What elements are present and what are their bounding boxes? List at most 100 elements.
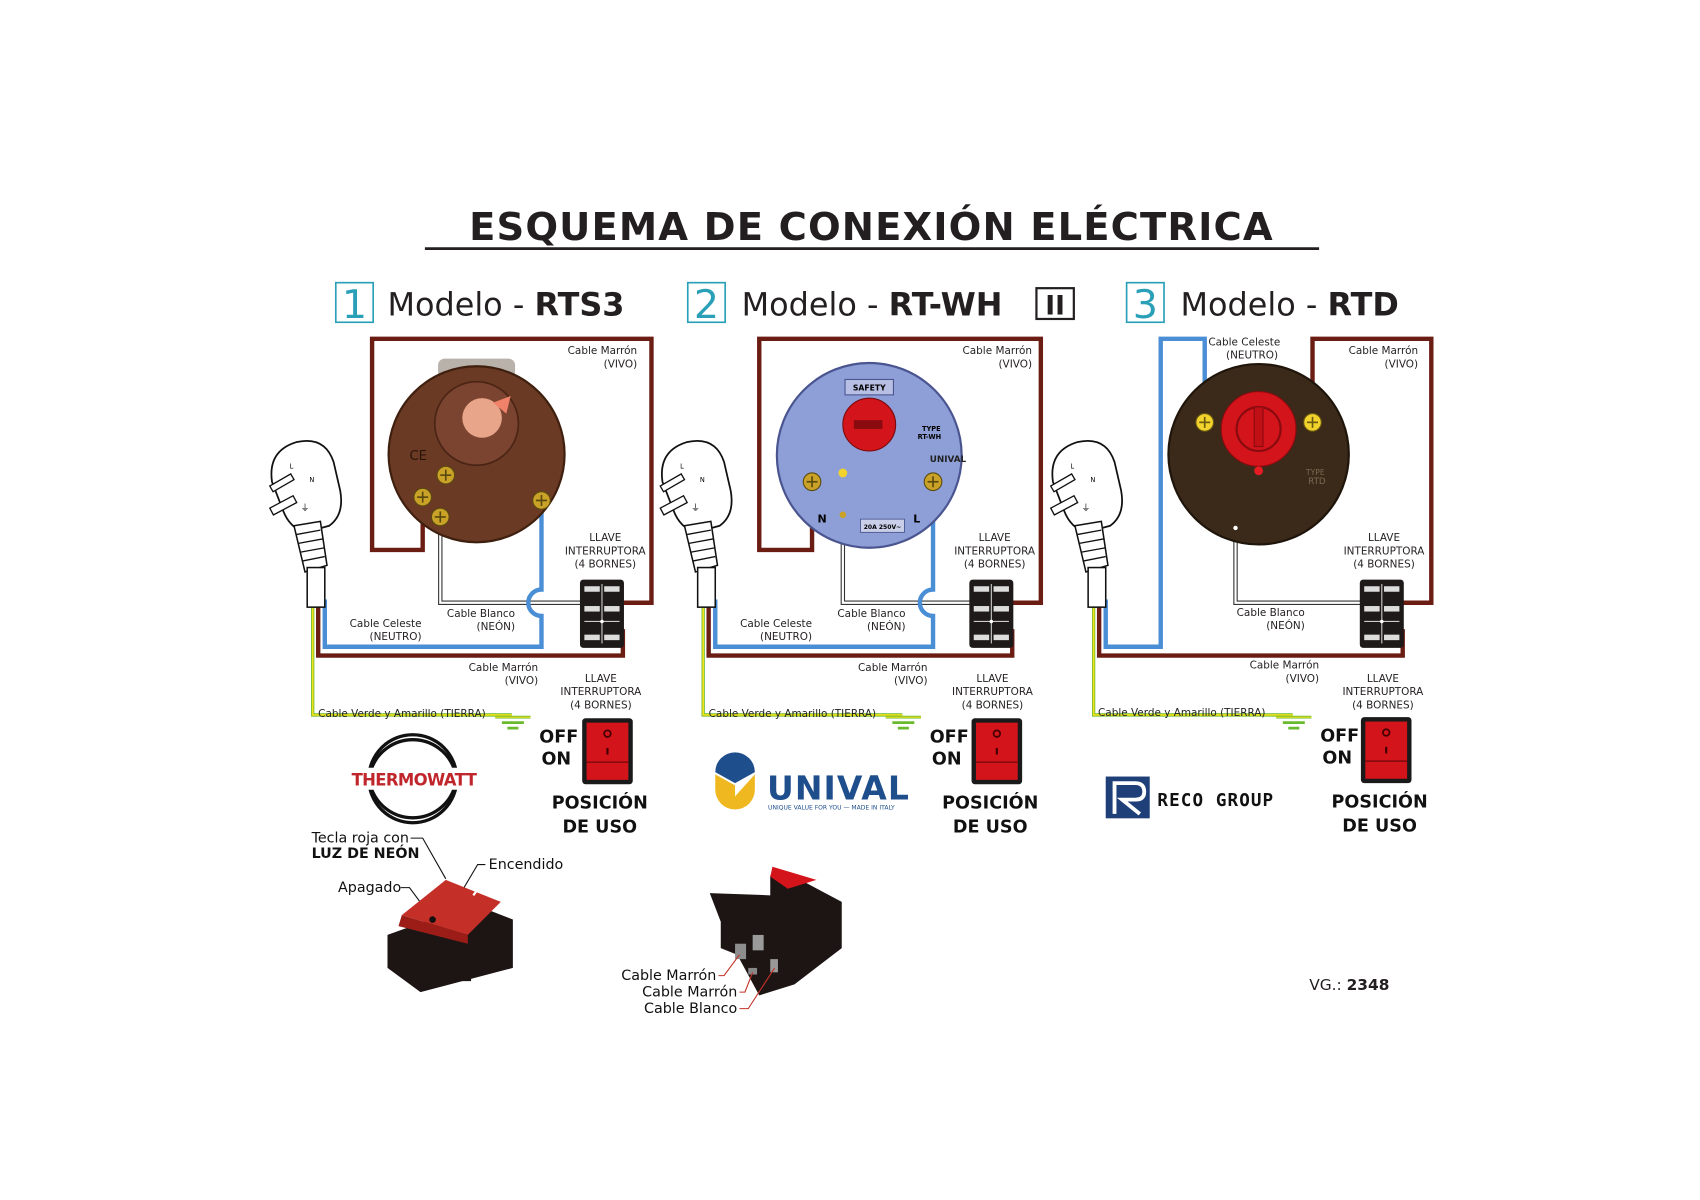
svg-text:TYPE: TYPE [1305,468,1325,477]
label-blue-wire: Cable Celeste(NEUTRO) [350,618,422,643]
model-number-box [686,281,726,324]
terminal-callout-1: Cable Marrón [621,968,716,984]
class-ii-label: II [1045,292,1065,322]
brown-wire-live-top [369,336,654,605]
page-title: ESQUEMA DE CONEXIÓN ELÉCTRICA [469,203,1274,250]
label-white-wire: Cable Blanco(NEÓN) [447,608,515,633]
svg-text:20A 250V~: 20A 250V~ [864,524,901,531]
model-1-panel: 1 Modelo - RTS3 CE Cable Marrón(VIVO) LL… [268,281,654,993]
switch-terminals-3d [709,866,842,996]
callout-key-line1: Tecla roja con [311,831,409,847]
callout-off: Apagado [338,880,401,896]
svg-text:UNIVAL: UNIVAL [767,769,910,808]
label-white-wire: Cable Blanco(NEÓN) [1237,607,1305,632]
off-label: OFF [1320,726,1359,746]
label-brown-top: Cable Marrón(VIVO) [963,345,1033,370]
four-terminal-switch [968,579,1014,649]
rocker-switch [970,717,1024,786]
label-brown-bottom: Cable Marrón(VIVO) [1250,660,1320,685]
label-ground: Cable Verde y Amarillo (TIERRA) [318,708,485,720]
blue-wire-neutral [713,503,936,649]
model-2-panel: 2 Modelo - RT-WH II SAFETY TYPE RT-WH UN… [621,281,1075,1017]
callout-on: Encendido [489,857,564,873]
blue-wire-neutral [1103,336,1207,649]
model-title: Modelo - RTS3 [387,286,624,324]
off-label: OFF [930,727,969,747]
svg-text:RECO GROUP: RECO GROUP [1157,791,1274,811]
label-brown-bottom: Cable Marrón(VIVO) [469,662,539,687]
model-prefix: Modelo - [742,286,889,324]
svg-text:UNIQUE VALUE FOR YOU — MADE IN: UNIQUE VALUE FOR YOU — MADE IN ITALY [768,805,895,812]
ground-symbol [884,715,923,730]
power-plug [659,439,733,609]
svg-text:TYPE: TYPE [922,425,941,433]
model-title: Modelo - RTD [1181,286,1399,324]
unival-logo: UNIVAL UNIQUE VALUE FOR YOU — MADE IN IT… [715,752,910,812]
svg-text:CE: CE [409,449,427,464]
on-label: ON [541,749,571,769]
svg-text:RTD: RTD [1308,477,1326,487]
callout-key-line2: LUZ DE NEÓN [312,844,420,862]
four-terminal-switch [579,579,625,649]
svg-text:N: N [818,512,827,525]
brand-name: THERMOWATT [352,770,478,789]
white-wire-neon [1234,527,1383,604]
label-brown-bottom: Cable Marrón(VIVO) [858,662,928,687]
off-label: OFF [539,727,578,747]
model-number-box [334,281,375,324]
model-3-panel: 3 Modelo - RTD TYPE RTD Cable Celeste(NE… [1049,281,1434,837]
power-plug [268,439,343,609]
class-ii-badge [1035,287,1075,321]
rocker-switch [581,717,634,786]
svg-text:UNIVAL: UNIVAL [930,455,967,465]
white-wire-neon [439,516,604,604]
svg-text:RT-WH: RT-WH [918,433,941,441]
on-label: ON [932,749,962,769]
brown-wire-live-top [757,336,1044,605]
version-label: VG.: 2348 [1309,976,1389,994]
four-terminal-switch [1359,579,1405,649]
power-plug [1049,439,1123,609]
svg-text:SAFETY: SAFETY [853,383,886,392]
model-number: 3 [1133,282,1158,328]
label-blue-wire: Cable Celeste(NEUTRO) [740,618,812,643]
thermostat-rts3: CE [387,358,566,544]
ground-symbol [1274,715,1313,730]
model-name: RTD [1328,286,1399,324]
model-name: RTS3 [534,286,624,324]
thermostat-rtd: TYPE RTD [1167,362,1350,546]
rocker-switch-3d [387,879,513,993]
brown-wire-live-top [1310,336,1434,605]
label-brown-top: Cable Marrón(VIVO) [568,345,638,370]
thermowatt-logo: THERMOWATT [352,733,478,825]
label-brown-top: Cable Marrón(VIVO) [1349,345,1419,370]
on-label: ON [1322,748,1352,768]
model-number: 1 [342,282,367,328]
model-name: RT-WH [889,286,1003,324]
model-prefix: Modelo - [1181,286,1328,324]
ground-symbol [493,715,532,730]
label-ground: Cable Verde y Amarillo (TIERRA) [709,708,876,720]
label-white-wire: Cable Blanco(NEÓN) [837,608,905,633]
model-prefix: Modelo - [387,286,534,324]
blue-wire-neutral [322,500,544,649]
terminal-callout-2: Cable Marrón [642,985,737,1001]
svg-text:L: L [913,512,920,525]
model-title: Modelo - RT-WH [742,286,1003,324]
model-number-box [1125,281,1165,324]
rocker-switch [1359,716,1413,785]
label-blue-top: Cable Celeste(NEUTRO) [1208,336,1280,361]
thermostat-rt-wh: SAFETY TYPE RT-WH UNIVAL 20A 250V~ N L [775,361,967,549]
terminal-callout-3: Cable Blanco [644,1001,737,1017]
white-wire-neon [841,516,993,604]
